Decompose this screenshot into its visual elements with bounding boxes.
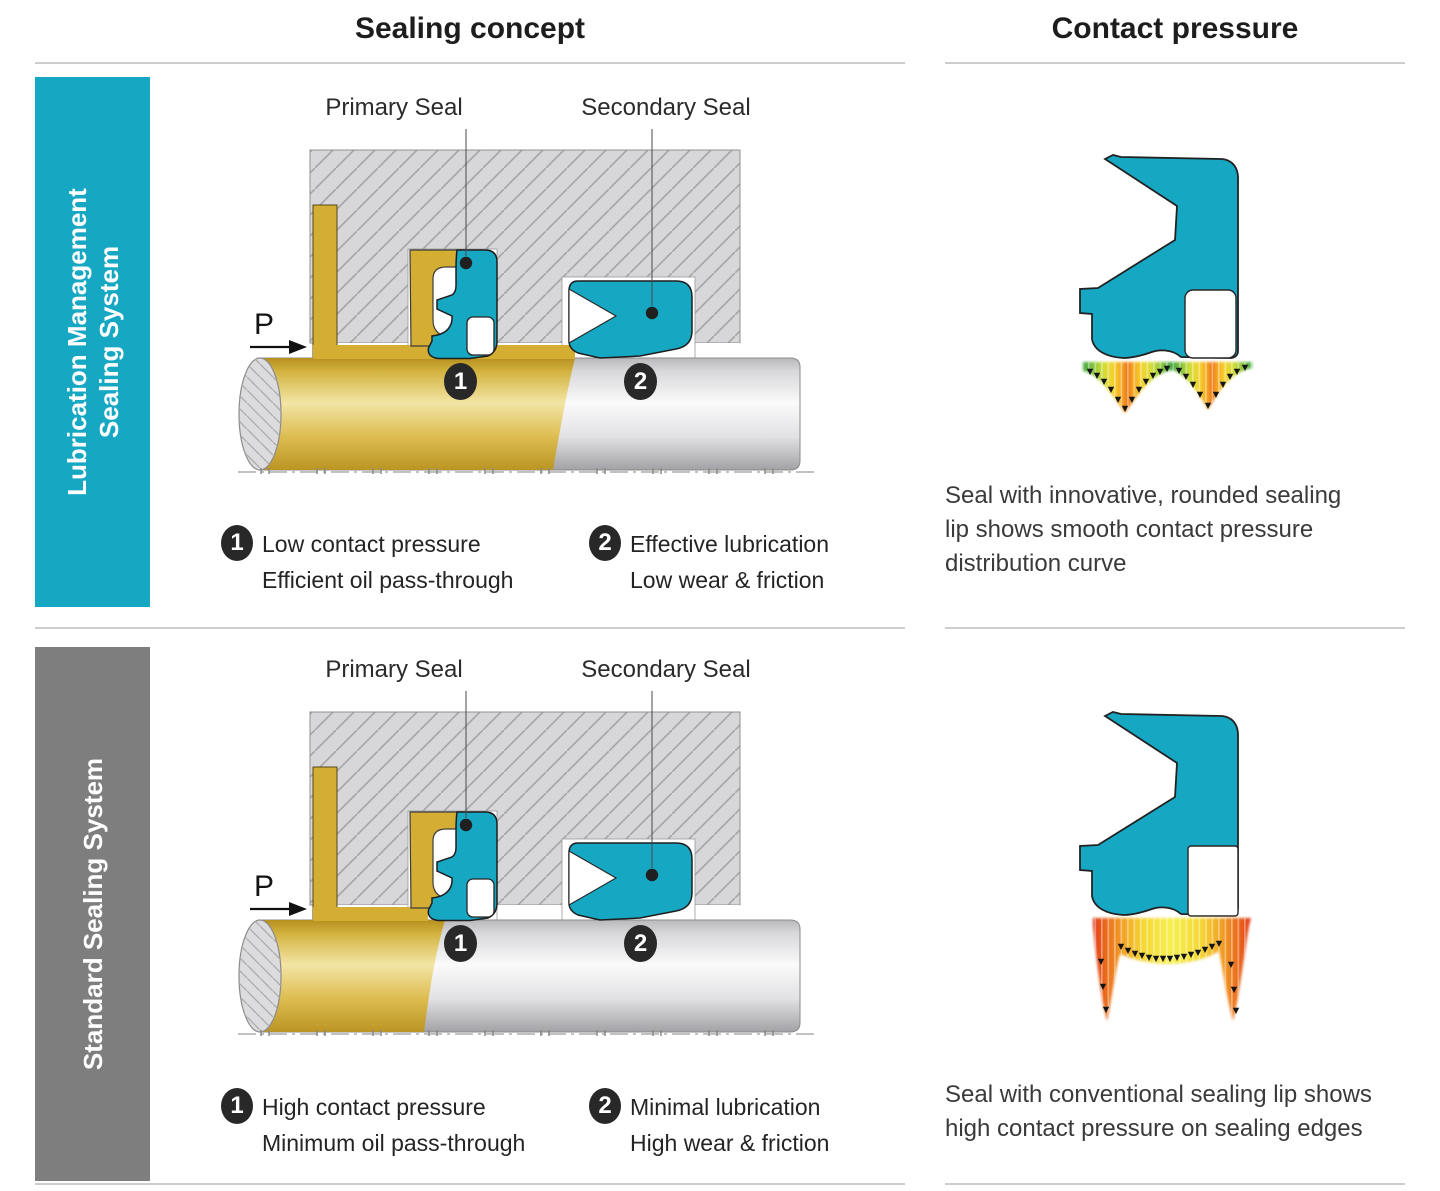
contact-pressure-lubrication [1079, 154, 1252, 413]
divider [945, 62, 1405, 64]
callout-2-text: Minimal lubrication High wear & friction [630, 1089, 829, 1161]
callout-line: High wear & friction [630, 1130, 830, 1156]
marker-1-badge: 1 [444, 925, 477, 962]
callout-2-badge: 2 [589, 525, 621, 561]
callout-line: High contact pressure [262, 1094, 486, 1120]
divider [945, 1183, 1405, 1185]
callout-2-text: Effective lubrication Low wear & frictio… [630, 526, 829, 598]
callout-2-badge: 2 [589, 1088, 621, 1124]
divider [945, 627, 1405, 629]
callout-line: Minimum oil pass-through [262, 1130, 526, 1156]
pressure-caption-lubrication: Seal with innovative, rounded sealing li… [945, 479, 1341, 581]
pressure-stripes [1093, 918, 1251, 1021]
sidebar-label: Standard Sealing System [77, 650, 109, 1178]
concept-diagram-standard [238, 691, 818, 1034]
caption-line: Seal with conventional sealing lip shows [945, 1081, 1372, 1108]
divider [35, 627, 905, 629]
column-header-contact-pressure: Contact pressure [1051, 12, 1299, 45]
secondary-seal-label: Secondary Seal [581, 94, 751, 121]
sidebar-label-line1: Standard Sealing System [77, 757, 108, 1071]
marker-1-badge: 1 [444, 363, 477, 400]
callout-1-badge: 1 [221, 525, 253, 561]
seal-groove-rounded [1184, 289, 1237, 359]
callout-line: Efficient oil pass-through [262, 567, 514, 593]
sidebar-label: Lubrication Management Sealing System [61, 78, 125, 606]
seal-groove-square [1187, 845, 1239, 917]
pressure-p-label: P [254, 308, 275, 341]
divider [35, 62, 905, 64]
primary-seal-label: Primary Seal [325, 656, 463, 683]
sidebar-standard-sealing: Standard Sealing System [35, 647, 150, 1181]
sidebar-lubrication-management: Lubrication Management Sealing System [35, 77, 150, 607]
sidebar-label-line1: Lubrication Management [61, 188, 92, 496]
callout-1-text: Low contact pressure Efficient oil pass-… [262, 526, 513, 598]
divider [35, 1183, 905, 1185]
pressure-stripes [1083, 362, 1252, 413]
callout-line: Low wear & friction [630, 567, 825, 593]
callout-1-text: High contact pressure Minimum oil pass-t… [262, 1089, 525, 1161]
caption-line: high contact pressure on sealing edges [945, 1115, 1363, 1142]
column-header-sealing-concept: Sealing concept [354, 12, 586, 45]
sidebar-label-line2: Sealing System [93, 245, 124, 439]
callout-1-badge: 1 [221, 1088, 253, 1124]
oil-film-layer [313, 907, 428, 921]
callout-line: Effective lubrication [630, 531, 830, 557]
marker-2-badge: 2 [624, 363, 657, 400]
oil-film-on-rod [258, 358, 575, 470]
primary-seal-label: Primary Seal [325, 94, 463, 121]
contact-pressure-standard [1079, 711, 1251, 1021]
pressure-caption-standard: Seal with conventional sealing lip shows… [945, 1078, 1372, 1146]
secondary-seal-label: Secondary Seal [581, 656, 751, 683]
callout-line: Low contact pressure [262, 531, 481, 557]
oil-film-on-rod [258, 920, 445, 1032]
caption-line: distribution curve [945, 550, 1127, 577]
pressure-p-label: P [254, 870, 275, 903]
marker-2-badge: 2 [624, 925, 657, 962]
callout-line: Minimal lubrication [630, 1094, 821, 1120]
concept-diagram-lubrication [238, 129, 818, 472]
caption-line: lip shows smooth contact pressure [945, 516, 1314, 543]
caption-line: Seal with innovative, rounded sealing [945, 482, 1342, 509]
